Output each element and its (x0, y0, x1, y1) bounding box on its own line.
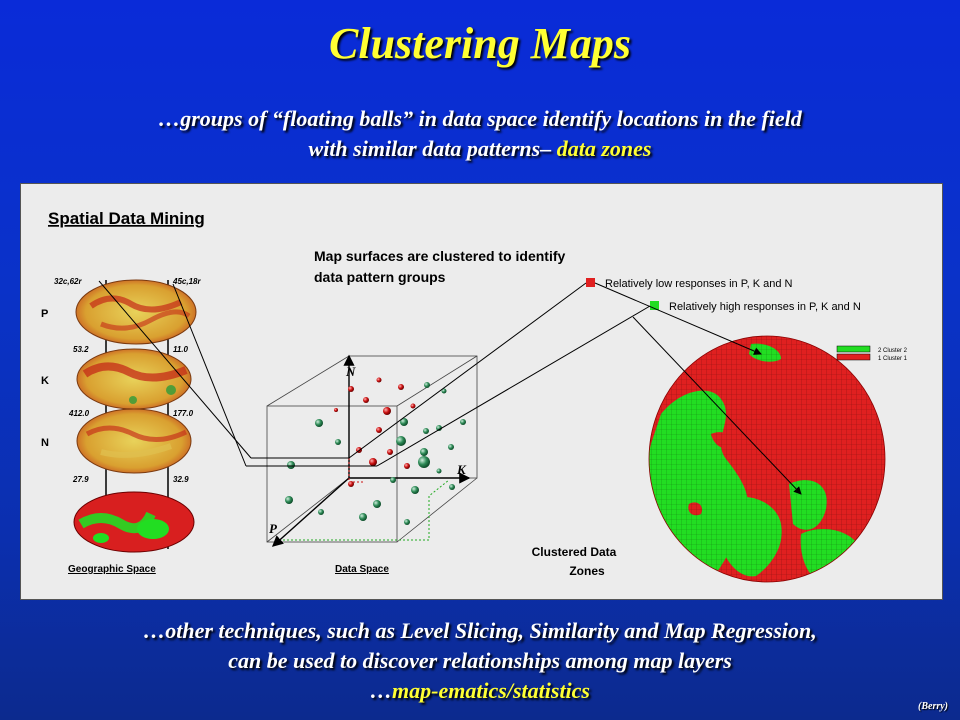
p-layer-label: P (41, 308, 48, 320)
footer-line-3-prefix: … (370, 678, 392, 703)
map-legend-cluster2-text: 2 Cluster 2 (878, 348, 908, 354)
slide-subtitle: …groups of “floating balls” in data spac… (40, 104, 920, 164)
n-layer-label: N (41, 437, 49, 449)
n-layer-map (76, 408, 192, 474)
footer-highlight: map-ematics/statistics (392, 678, 590, 703)
diagram-canvas: Spatial Data Mining Map surfaces are clu… (41, 209, 908, 583)
k-left-value: 53.2 (73, 345, 89, 354)
footer-line-1: …other techniques, such as Level Slicing… (143, 618, 817, 643)
legend-high-swatch (650, 301, 659, 310)
note-line-2: data pattern groups (314, 269, 446, 285)
k-right-value: 11.0 (173, 345, 189, 354)
slide-title: Clustering Maps (329, 19, 631, 68)
geographic-space-label: Geographic Space (68, 564, 156, 575)
author-credit: (Berry) (918, 701, 948, 712)
cluster-right-value: 32.9 (173, 475, 189, 484)
cluster-left-value: 27.9 (72, 475, 89, 484)
legend-low-swatch (586, 278, 595, 287)
n-left-value: 412.0 (68, 409, 90, 418)
legend-low-text: Relatively low responses in P, K and N (605, 278, 793, 290)
zones-label-line-2: Zones (569, 564, 605, 578)
map-legend-cluster1-text: 1 Cluster 1 (878, 356, 908, 362)
axis-k-label: K (456, 462, 467, 477)
legend-high-text: Relatively high responses in P, K and N (669, 301, 861, 313)
map-legend-cluster1-swatch (836, 353, 871, 361)
subtitle-line-1: …groups of “floating balls” in data spac… (158, 106, 802, 131)
data-space-label: Data Space (335, 564, 389, 575)
axis-p-label: P (269, 521, 278, 536)
connector-lines (98, 280, 802, 495)
note-line-1: Map surfaces are clustered to identify (314, 248, 566, 264)
footer-line-2: can be used to discover relationships am… (228, 648, 732, 673)
map-legend-cluster2-swatch (836, 345, 871, 353)
zones-label-line-1: Clustered Data (532, 545, 617, 559)
subtitle-line-2: with similar data patterns– data zones (40, 134, 920, 164)
p-left-value: 32c,62r (54, 277, 82, 286)
n-right-value: 177.0 (173, 409, 194, 418)
k-layer-label: K (41, 375, 49, 387)
data-space-cube: N K P (266, 354, 478, 547)
subtitle-line-2-text: with similar data patterns– (308, 136, 557, 161)
diagram-panel: Spatial Data Mining Map surfaces are clu… (20, 183, 943, 600)
clustered-zone-map: 2 Cluster 2 1 Cluster 1 (648, 335, 908, 583)
footer-line-3: …map-ematics/statistics (20, 676, 940, 706)
panel-heading: Spatial Data Mining (48, 209, 205, 228)
geographic-layer-stack: P K N 32c,62r 45c,18r 53.2 11.0 412.0 17… (41, 277, 201, 553)
subtitle-highlight: data zones (556, 136, 652, 161)
axis-n-label: N (345, 364, 356, 379)
p-right-value: 45c,18r (172, 277, 201, 286)
slide-footer: …other techniques, such as Level Slicing… (20, 616, 940, 706)
